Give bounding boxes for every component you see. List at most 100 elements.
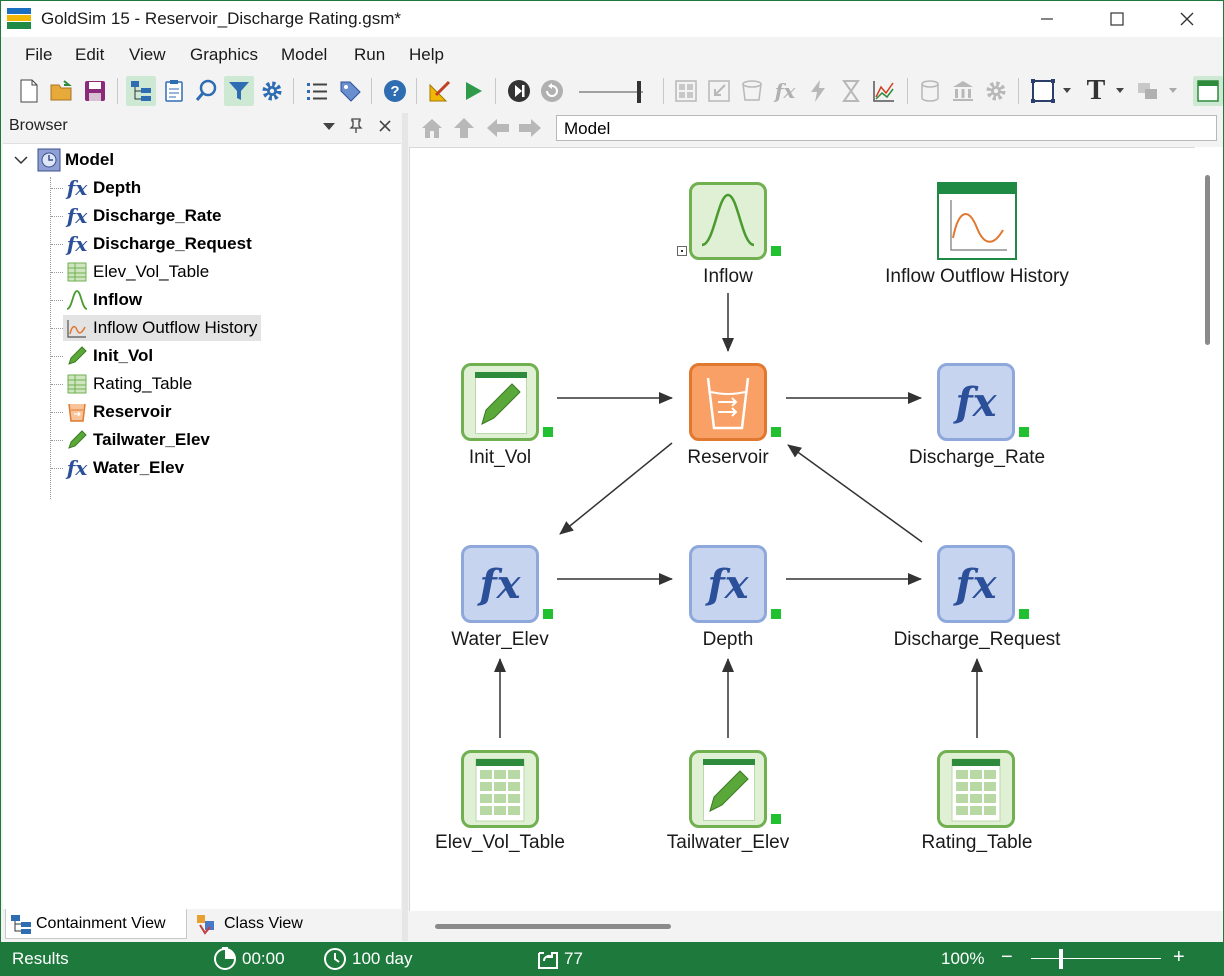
- result-chart-button[interactable]: [869, 76, 899, 106]
- tab-class-view[interactable]: Class View: [191, 909, 331, 939]
- water-elev-element-box[interactable]: fx: [461, 545, 539, 623]
- reset-button[interactable]: [537, 76, 567, 106]
- status-indicator: [771, 427, 781, 437]
- init-vol-element-box[interactable]: [461, 363, 539, 441]
- close-icon: [1180, 12, 1194, 26]
- inflow-element-box[interactable]: [689, 182, 767, 260]
- vertical-scrollbar[interactable]: [1195, 147, 1223, 911]
- address-field[interactable]: Model: [556, 115, 1217, 141]
- event-button[interactable]: [803, 76, 833, 106]
- container-button[interactable]: [671, 76, 701, 106]
- up-button[interactable]: [449, 115, 479, 141]
- save-button[interactable]: [80, 76, 110, 106]
- horizontal-scrollbar[interactable]: [409, 911, 1223, 941]
- pool-button[interactable]: [737, 76, 767, 106]
- text-button[interactable]: T: [1081, 75, 1111, 106]
- find-button[interactable]: [191, 76, 221, 106]
- graph-canvas[interactable]: Inflow Inflow Outflow History: [409, 147, 1195, 911]
- institution-button[interactable]: [948, 76, 978, 106]
- menu-run[interactable]: Run: [354, 45, 386, 64]
- tree-item-inflow[interactable]: Inflow: [65, 287, 142, 313]
- tag-button[interactable]: [335, 76, 365, 106]
- filter-button[interactable]: [224, 76, 254, 106]
- import-button[interactable]: [704, 76, 734, 106]
- panel-splitter[interactable]: [402, 113, 408, 941]
- vertical-scroll-thumb[interactable]: [1205, 175, 1210, 345]
- history-element-box[interactable]: [937, 182, 1017, 260]
- tree-item-tailwater-elev[interactable]: Tailwater_Elev: [65, 427, 210, 453]
- list-button[interactable]: [302, 76, 332, 106]
- menu-model[interactable]: Model: [281, 45, 328, 64]
- node-label: Tailwater_Elev: [666, 832, 790, 853]
- chevron-down-icon[interactable]: [323, 123, 335, 131]
- options-button[interactable]: [257, 76, 287, 106]
- tree-item-init-vol[interactable]: Init_Vol: [65, 343, 153, 369]
- tree-root-model[interactable]: Model: [13, 147, 114, 173]
- menu-graphics[interactable]: Graphics: [190, 45, 259, 64]
- notes-button[interactable]: [159, 76, 189, 106]
- tree-item-water-elev[interactable]: fx Water_Elev: [65, 455, 184, 481]
- chevron-down-icon[interactable]: [13, 152, 29, 168]
- delay-button[interactable]: [836, 76, 866, 106]
- maximize-button[interactable]: [1093, 1, 1141, 37]
- zoom-slider-track[interactable]: [1031, 958, 1161, 959]
- new-file-button[interactable]: [14, 76, 44, 106]
- horizontal-scroll-thumb[interactable]: [435, 924, 671, 929]
- text-dropdown-icon[interactable]: [1116, 88, 1124, 94]
- zoom-out-button[interactable]: −: [1001, 946, 1013, 968]
- reservoir-element-box[interactable]: [689, 363, 767, 441]
- settings-disabled-button[interactable]: [981, 76, 1011, 106]
- browser-toggle-button[interactable]: [126, 76, 156, 106]
- tree-item-reservoir[interactable]: Reservoir: [65, 399, 171, 425]
- panel-button[interactable]: [1193, 76, 1223, 106]
- fx-icon: fx: [66, 456, 88, 480]
- database-button[interactable]: [915, 76, 945, 106]
- discharge-request-element-box[interactable]: fx: [937, 545, 1015, 623]
- tree-label: Discharge_Rate: [93, 206, 222, 225]
- fx-icon: fx: [66, 204, 88, 228]
- menu-file[interactable]: File: [25, 45, 53, 64]
- tree-item-discharge-rate[interactable]: fx Discharge_Rate: [65, 203, 222, 229]
- run-button[interactable]: [458, 76, 488, 106]
- rating-table-element-box[interactable]: [937, 750, 1015, 828]
- discharge-rate-element-box[interactable]: fx: [937, 363, 1015, 441]
- tree-item-inflow-outflow-history[interactable]: Inflow Outflow History: [63, 315, 262, 341]
- status-indicator: [771, 609, 781, 619]
- minimize-button[interactable]: [1023, 1, 1071, 37]
- forward-button[interactable]: [515, 115, 545, 141]
- tree-item-rating-table[interactable]: Rating_Table: [65, 371, 192, 397]
- shape-button[interactable]: [1028, 76, 1058, 106]
- node-label: Depth: [702, 629, 754, 650]
- back-button[interactable]: [483, 115, 513, 141]
- expression-button[interactable]: fx: [770, 76, 800, 106]
- expand-toggle-icon[interactable]: [677, 246, 687, 256]
- edit-mode-button[interactable]: [425, 76, 455, 106]
- speed-slider-handle[interactable]: [637, 81, 641, 103]
- tree-item-elev-vol-table[interactable]: Elev_Vol_Table: [65, 259, 209, 285]
- depth-element-box[interactable]: fx: [689, 545, 767, 623]
- close-panel-icon[interactable]: [378, 119, 392, 133]
- menu-view[interactable]: View: [129, 45, 166, 64]
- elev-vol-table-element-box[interactable]: [461, 750, 539, 828]
- tree-item-depth[interactable]: fx Depth: [65, 175, 141, 201]
- tab-containment-view[interactable]: Containment View: [5, 909, 187, 939]
- home-button[interactable]: [417, 115, 447, 141]
- menu-edit[interactable]: Edit: [75, 45, 105, 64]
- speed-slider-track[interactable]: [579, 91, 643, 93]
- zoom-in-button[interactable]: +: [1173, 946, 1185, 968]
- arrange-button[interactable]: [1133, 76, 1163, 106]
- close-button[interactable]: [1163, 1, 1211, 37]
- tailwater-elev-element-box[interactable]: [689, 750, 767, 828]
- svg-text:?: ?: [390, 83, 399, 100]
- tree-item-discharge-request[interactable]: fx Discharge_Request: [65, 231, 252, 257]
- shape-dropdown-icon[interactable]: [1063, 88, 1071, 94]
- fx-icon: fx: [955, 378, 997, 426]
- zoom-slider-handle[interactable]: [1059, 949, 1063, 969]
- step-button[interactable]: [504, 76, 534, 106]
- chart-icon: [65, 316, 89, 340]
- pin-icon[interactable]: [349, 118, 363, 134]
- open-file-button[interactable]: [47, 76, 77, 106]
- help-button[interactable]: ?: [380, 76, 410, 106]
- arrange-dropdown-icon[interactable]: [1169, 88, 1177, 94]
- menu-help[interactable]: Help: [409, 45, 444, 64]
